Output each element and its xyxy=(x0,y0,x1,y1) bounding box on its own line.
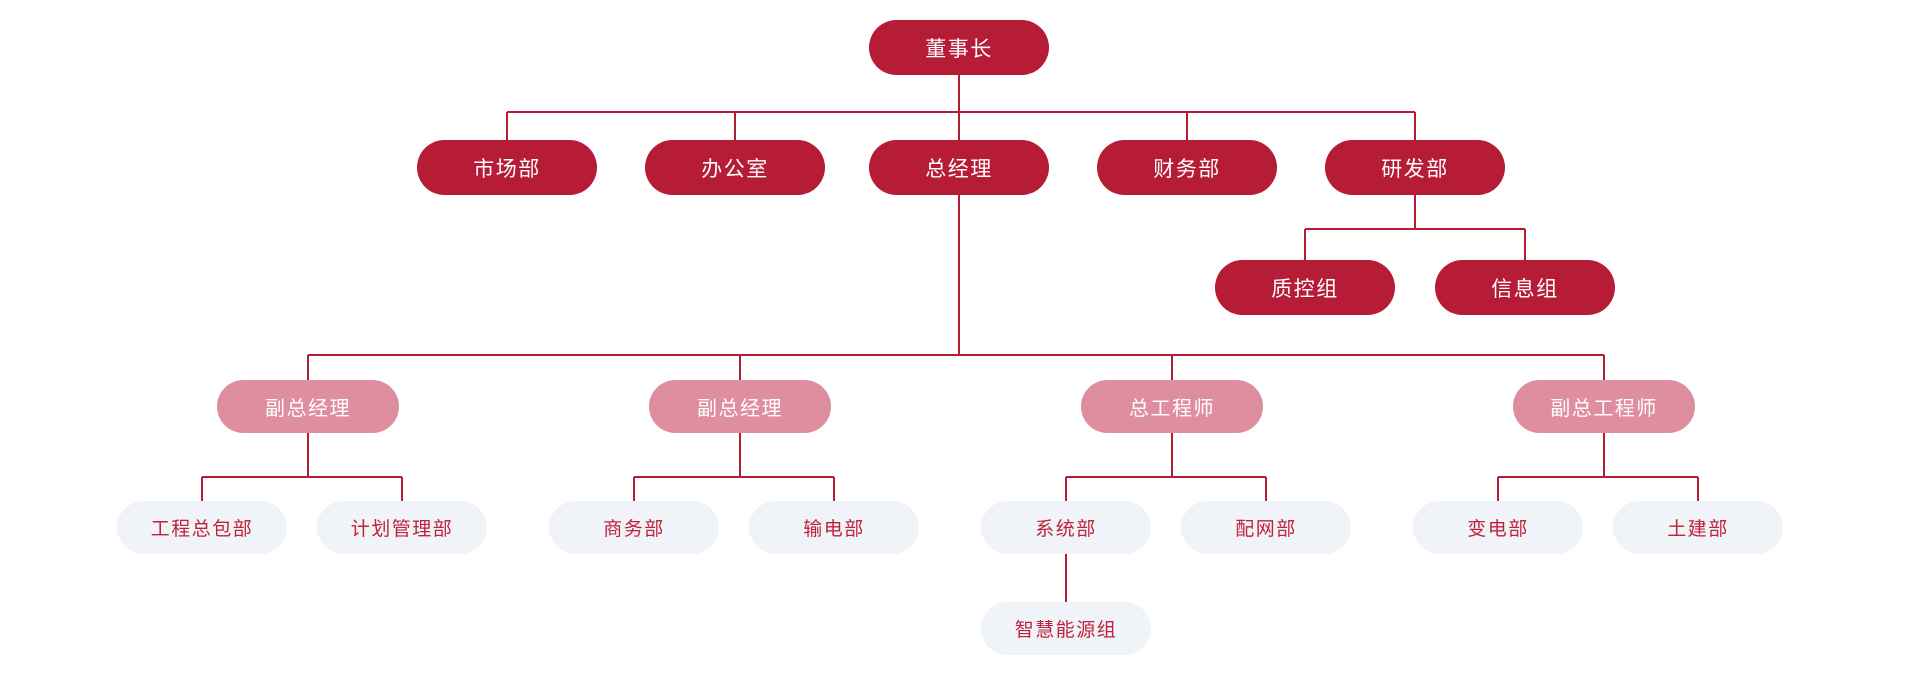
org-node-label: 质控组 xyxy=(1271,277,1339,301)
org-node-label: 变电部 xyxy=(1467,519,1529,540)
org-node[interactable]: 土建部 xyxy=(1613,501,1783,554)
org-node[interactable]: 研发部 xyxy=(1325,140,1505,195)
org-node[interactable]: 配网部 xyxy=(1181,501,1351,554)
org-node-label: 市场部 xyxy=(473,157,541,181)
org-node-label: 副总工程师 xyxy=(1550,398,1658,420)
org-node-label: 输电部 xyxy=(803,519,865,540)
org-node-label: 总工程师 xyxy=(1129,398,1215,420)
org-node-label: 智慧能源组 xyxy=(1014,620,1118,641)
org-node[interactable]: 系统部 xyxy=(981,501,1151,554)
org-node[interactable]: 变电部 xyxy=(1413,501,1583,554)
org-node[interactable]: 董事长 xyxy=(869,20,1049,75)
org-node[interactable]: 总工程师 xyxy=(1081,380,1263,433)
org-node-label: 办公室 xyxy=(701,157,769,181)
org-node-label: 系统部 xyxy=(1035,519,1097,540)
org-node[interactable]: 工程总包部 xyxy=(117,501,287,554)
org-node-label: 商务部 xyxy=(603,519,665,540)
org-node[interactable]: 总经理 xyxy=(869,140,1049,195)
org-node[interactable]: 副总工程师 xyxy=(1513,380,1695,433)
org-node[interactable]: 计划管理部 xyxy=(317,501,487,554)
org-node[interactable]: 副总经理 xyxy=(649,380,831,433)
org-node-label: 财务部 xyxy=(1153,157,1221,181)
org-node[interactable]: 商务部 xyxy=(549,501,719,554)
org-node-label: 董事长 xyxy=(925,37,993,61)
org-node[interactable]: 智慧能源组 xyxy=(981,602,1151,655)
org-node-label: 配网部 xyxy=(1235,519,1297,540)
org-node-label: 工程总包部 xyxy=(150,519,254,540)
org-node-label: 副总经理 xyxy=(697,398,783,420)
org-node-label: 总经理 xyxy=(925,157,993,181)
org-node[interactable]: 副总经理 xyxy=(217,380,399,433)
org-node-label: 土建部 xyxy=(1667,519,1729,540)
org-node[interactable]: 质控组 xyxy=(1215,260,1395,315)
org-node[interactable]: 财务部 xyxy=(1097,140,1277,195)
org-node-label: 研发部 xyxy=(1381,157,1449,181)
org-node[interactable]: 信息组 xyxy=(1435,260,1615,315)
org-node-label: 信息组 xyxy=(1491,277,1559,301)
org-node[interactable]: 市场部 xyxy=(417,140,597,195)
org-node-label: 计划管理部 xyxy=(350,519,454,540)
org-node[interactable]: 输电部 xyxy=(749,501,919,554)
org-node[interactable]: 办公室 xyxy=(645,140,825,195)
org-node-label: 副总经理 xyxy=(265,398,351,420)
